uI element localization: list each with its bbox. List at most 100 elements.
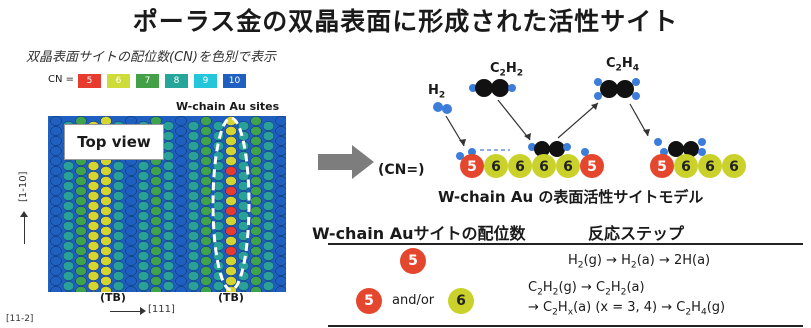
surface-atom bbox=[62, 181, 75, 191]
surface-atom bbox=[100, 196, 112, 206]
surface-atom bbox=[215, 291, 222, 292]
surface-atom bbox=[87, 241, 100, 251]
surface-atom bbox=[262, 201, 275, 211]
chain-site-label: 5 bbox=[657, 159, 667, 175]
surface-atom bbox=[175, 256, 187, 266]
surface-atom bbox=[275, 166, 286, 176]
surface-atom bbox=[100, 286, 112, 292]
surface-atom bbox=[150, 206, 162, 216]
surface-atom bbox=[175, 236, 187, 246]
surface-atom bbox=[212, 191, 225, 201]
surface-atom bbox=[262, 171, 275, 181]
surface-atom bbox=[165, 291, 172, 292]
surface-atom bbox=[262, 231, 275, 241]
c2h4-molecule-icon bbox=[594, 78, 640, 100]
surface-atom bbox=[212, 121, 225, 131]
surface-atom bbox=[237, 221, 250, 231]
top-view-label: Top view bbox=[64, 124, 164, 160]
adsorbed-hydrogen-left bbox=[456, 148, 589, 160]
reaction-arrowheads bbox=[459, 103, 650, 146]
surface-atom bbox=[262, 241, 275, 251]
surface-atom bbox=[250, 236, 262, 246]
surface-atom bbox=[275, 136, 286, 146]
surface-atom bbox=[237, 171, 250, 181]
surface-atom bbox=[237, 191, 250, 201]
surface-atom bbox=[225, 186, 237, 196]
table-row2-site-b: 6 bbox=[448, 288, 474, 314]
surface-atom bbox=[62, 201, 75, 211]
surface-atom bbox=[90, 291, 97, 292]
surface-atom bbox=[225, 136, 237, 146]
surface-atom bbox=[137, 221, 150, 231]
surface-atom bbox=[137, 181, 150, 191]
surface-atom bbox=[50, 276, 62, 286]
surface-atom bbox=[187, 261, 200, 271]
surface-atom bbox=[187, 181, 200, 191]
surface-atom bbox=[162, 211, 175, 221]
surface-atom bbox=[62, 231, 75, 241]
surface-atom bbox=[125, 236, 137, 246]
surface-atom bbox=[237, 201, 250, 211]
surface-atom bbox=[87, 281, 100, 291]
surface-atom bbox=[100, 206, 112, 216]
surface-atom bbox=[112, 201, 125, 211]
surface-atom bbox=[200, 226, 212, 236]
chain-site-label: 6 bbox=[705, 159, 715, 175]
surface-atom bbox=[112, 221, 125, 231]
surface-atom bbox=[75, 226, 87, 236]
surface-atom bbox=[275, 236, 286, 246]
surface-atom bbox=[75, 176, 87, 186]
surface-atom bbox=[250, 276, 262, 286]
surface-atom bbox=[262, 161, 275, 171]
surface-atom bbox=[200, 216, 212, 226]
surface-atom bbox=[100, 266, 112, 276]
surface-atom bbox=[200, 176, 212, 186]
surface-atom bbox=[87, 211, 100, 221]
surface-atom bbox=[187, 191, 200, 201]
surface-atom bbox=[250, 266, 262, 276]
surface-atom bbox=[112, 241, 125, 251]
surface-atom bbox=[87, 221, 100, 231]
surface-atom bbox=[212, 211, 225, 221]
surface-atom bbox=[50, 156, 62, 166]
surface-atom bbox=[150, 186, 162, 196]
surface-atom bbox=[275, 186, 286, 196]
surface-atom bbox=[112, 281, 125, 291]
surface-atom bbox=[262, 191, 275, 201]
surface-atom bbox=[162, 271, 175, 281]
surface-atom bbox=[162, 281, 175, 291]
surface-atom bbox=[100, 226, 112, 236]
surface-atom bbox=[275, 126, 286, 136]
surface-atom bbox=[125, 266, 137, 276]
table-top-rule bbox=[328, 243, 803, 245]
surface-atom bbox=[275, 156, 286, 166]
surface-atom bbox=[125, 256, 137, 266]
surface-atom bbox=[137, 201, 150, 211]
surface-atom bbox=[225, 146, 237, 156]
surface-atom bbox=[50, 226, 62, 236]
surface-atom bbox=[100, 166, 112, 176]
cn-legend-item: 5 bbox=[78, 74, 101, 88]
surface-atom bbox=[125, 276, 137, 286]
surface-atom bbox=[225, 276, 237, 286]
surface-atom bbox=[87, 171, 100, 181]
surface-atom bbox=[175, 146, 187, 156]
surface-atom bbox=[262, 281, 275, 291]
cn-legend-item: 10 bbox=[223, 74, 246, 88]
surface-atom bbox=[175, 176, 187, 186]
c2h2-molecule-icon bbox=[469, 79, 516, 97]
surface-atom bbox=[250, 246, 262, 256]
surface-atom bbox=[50, 286, 62, 292]
surface-atom bbox=[225, 246, 237, 256]
chain-site bbox=[580, 154, 604, 178]
surface-atom bbox=[125, 216, 137, 226]
reaction-arrows bbox=[445, 99, 649, 147]
model-caption: W-chain Au の表面活性サイトモデル bbox=[438, 188, 704, 206]
surface-atom bbox=[187, 231, 200, 241]
h2-molecule-icon bbox=[433, 102, 452, 114]
surface-atom bbox=[125, 196, 137, 206]
surface-atom bbox=[87, 181, 100, 191]
surface-atom bbox=[112, 231, 125, 241]
surface-atom bbox=[225, 236, 237, 246]
